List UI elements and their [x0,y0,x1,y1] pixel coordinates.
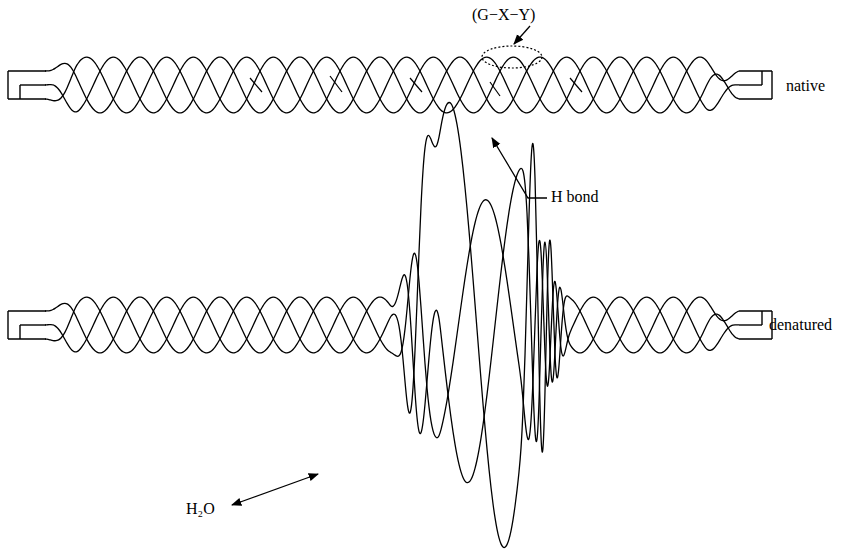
end-rail [8,310,46,311]
leader-line [492,138,547,198]
end-rail [8,338,46,339]
state-label: native [786,77,825,95]
crosslink-bar [761,71,762,85]
crosslink-ends [8,71,772,339]
helix-strand [45,57,739,113]
end-rail [20,84,46,85]
repeat-label: (G−X−Y) [472,6,535,24]
h-bond-lines [250,76,582,96]
h-bond-tick [410,78,422,92]
helix-strand [45,57,739,113]
bond-label: H bond [551,188,599,206]
end-rail [739,98,772,99]
helix-strand [45,168,739,482]
h-bond-tick [250,78,262,92]
end-rail [20,324,46,325]
h-bond-tick [490,82,500,96]
end-rail [739,84,762,85]
leader-line [514,26,530,44]
triple-helix [45,57,739,547]
helix-strand [45,57,739,113]
crosslink-bar [761,311,762,325]
end-rail [739,310,772,311]
end-rail [739,324,762,325]
h-bond-tick [570,78,582,92]
crosslink-bar [7,311,8,339]
end-rail [8,98,46,99]
helix-strand [45,102,739,547]
crosslink-bar [19,85,20,99]
crosslink-bar [19,325,20,339]
water-arrow [232,474,318,505]
molecule-label: H₂O [186,500,215,518]
crosslink-bar [7,71,8,99]
state-label: denatured [769,316,832,334]
end-rail [739,70,772,71]
end-rail [739,338,772,339]
h-bond-tick [330,76,342,92]
end-rail [8,70,46,71]
repeat-ellipse [482,46,542,68]
crosslink-bar [771,71,772,99]
